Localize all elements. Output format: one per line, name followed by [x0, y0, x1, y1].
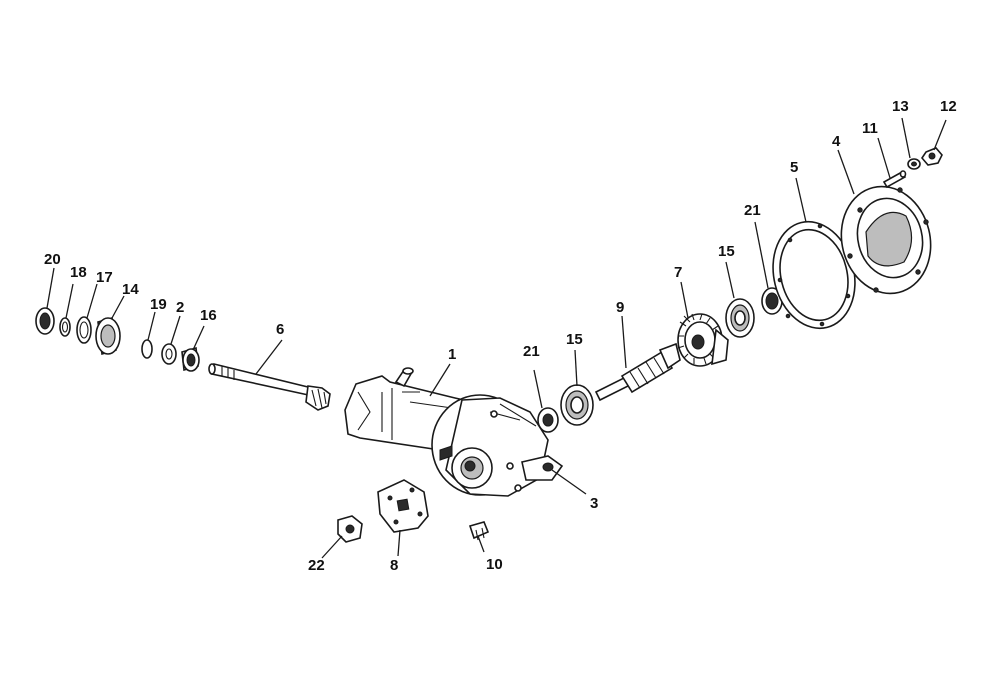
- part-10-bolt: [468, 521, 490, 541]
- part-19-ring: [141, 339, 153, 359]
- part-14-bearing: [95, 316, 121, 356]
- callout-21b: 21: [744, 202, 761, 219]
- callout-18: 18: [70, 264, 87, 281]
- callout-12: 12: [940, 98, 957, 115]
- callout-6: 6: [276, 321, 284, 338]
- part-21-washer-lower: [537, 407, 559, 433]
- callout-labels: 1 2 3 4 5 6 7 8 9 10 11 12 13 14 15 15 1…: [44, 98, 957, 574]
- callout-2: 2: [176, 299, 184, 316]
- part-2-washer: [161, 343, 177, 365]
- part-12-nut: [920, 147, 943, 166]
- part-18-ring: [59, 317, 71, 337]
- callout-9: 9: [616, 299, 624, 316]
- part-11-pin: [882, 170, 907, 189]
- part-13-washer: [907, 158, 921, 170]
- callout-11: 11: [862, 120, 878, 137]
- callout-5: 5: [790, 159, 798, 176]
- part-9-pinion-shaft: [594, 342, 681, 402]
- part-5-gasket: [772, 220, 856, 330]
- callout-1: 1: [448, 346, 456, 363]
- part-17-ring: [76, 316, 92, 344]
- part-16-bushing: [181, 346, 200, 372]
- callout-3: 3: [590, 495, 598, 512]
- part-22-nut: [337, 515, 363, 543]
- callout-7: 7: [674, 264, 682, 281]
- part-4-cover: [840, 185, 932, 295]
- callout-10: 10: [486, 556, 503, 573]
- part-15-bearing-upper: [725, 298, 755, 338]
- callout-14: 14: [122, 281, 139, 298]
- callout-4: 4: [832, 133, 841, 150]
- part-1-housing: [344, 367, 549, 497]
- part-20-seal: [35, 307, 55, 335]
- callout-21a: 21: [523, 343, 540, 360]
- callout-17: 17: [96, 269, 113, 286]
- callout-19: 19: [150, 296, 167, 313]
- leader-lines: [46, 117, 947, 559]
- callout-13: 13: [892, 98, 909, 115]
- callout-20: 20: [44, 251, 61, 268]
- callout-8: 8: [390, 557, 398, 574]
- part-6-shaft: [208, 363, 331, 411]
- part-21-seal-upper: [761, 287, 783, 315]
- callout-16: 16: [200, 307, 217, 324]
- part-8-plate: [377, 479, 429, 533]
- part-7-bevel-gear: [677, 313, 729, 367]
- callout-15a: 15: [566, 331, 583, 348]
- callout-22: 22: [308, 557, 325, 574]
- part-15-bearing-lower: [560, 384, 594, 426]
- callout-15b: 15: [718, 243, 735, 260]
